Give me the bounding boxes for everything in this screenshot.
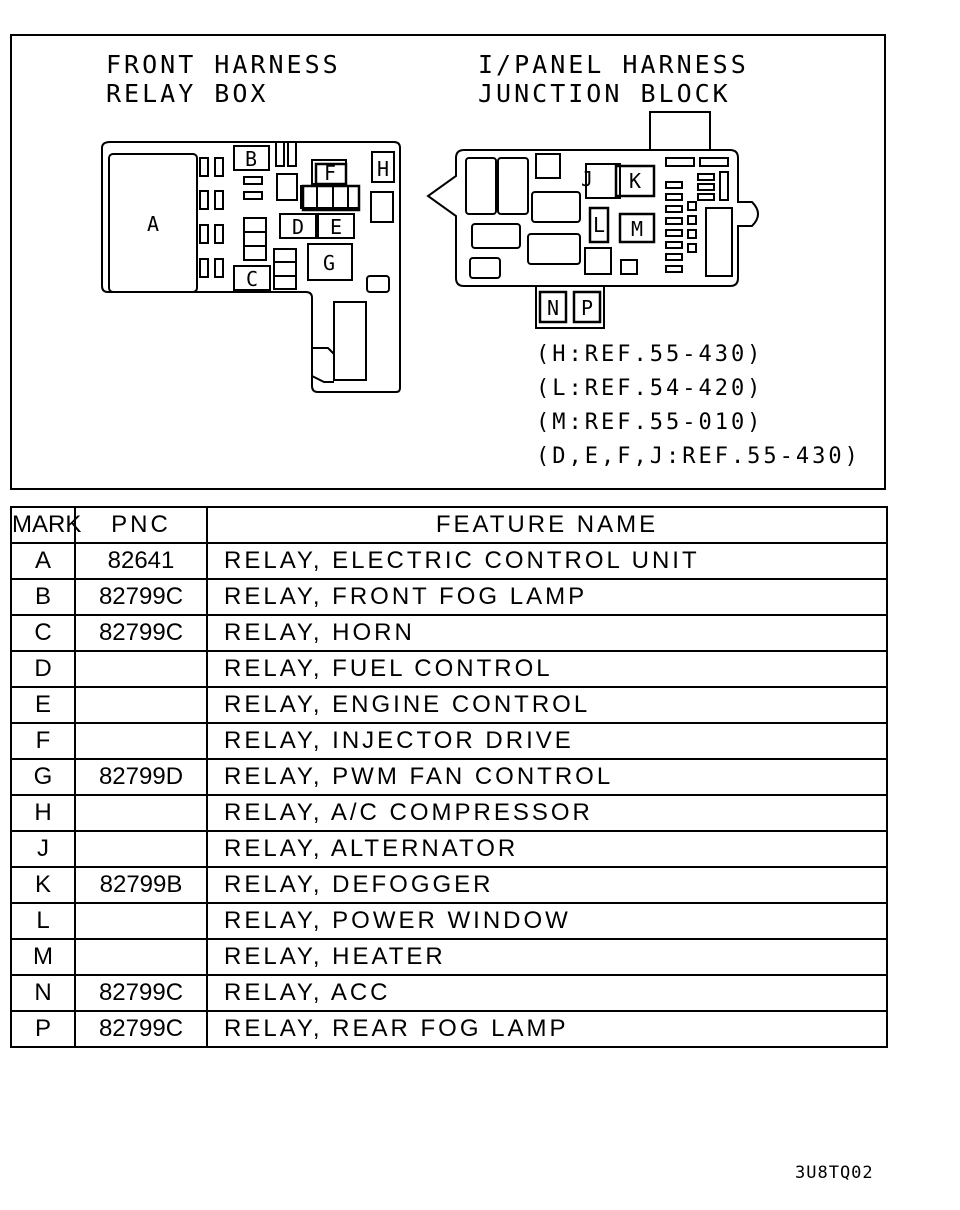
cell-feature-name: RELAY, ALTERNATOR bbox=[206, 830, 888, 868]
cell-pnc bbox=[74, 794, 208, 832]
cell-pnc: 82799C bbox=[74, 614, 208, 652]
cell-mark: F bbox=[10, 722, 76, 760]
table-row: H RELAY, A/C COMPRESSOR bbox=[10, 794, 888, 832]
cell-feature-name: RELAY, ACC bbox=[206, 974, 888, 1012]
front-relay-box-title-line1: FRONT HARNESS bbox=[106, 50, 341, 79]
table-row: E RELAY, ENGINE CONTROL bbox=[10, 686, 888, 724]
relay-mark-g: G bbox=[323, 251, 335, 275]
junction-block-outline bbox=[426, 149, 759, 287]
cell-feature-name: RELAY, ENGINE CONTROL bbox=[206, 686, 888, 724]
junction-block-title-line2: JUNCTION BLOCK bbox=[478, 79, 731, 108]
cell-feature-name: RELAY, PWM FAN CONTROL bbox=[206, 758, 888, 796]
cell-pnc: 82799C bbox=[74, 974, 208, 1012]
front-relay-box-title-line2: RELAY BOX bbox=[106, 79, 269, 108]
table-row: L RELAY, POWER WINDOW bbox=[10, 902, 888, 940]
cell-mark: G bbox=[10, 758, 76, 796]
table-header-row: MARK PNC FEATURE NAME bbox=[10, 506, 888, 544]
table-row: M RELAY, HEATER bbox=[10, 938, 888, 976]
cell-pnc: 82799D bbox=[74, 758, 208, 796]
illustration-code: 3U8TQ02 bbox=[795, 1163, 874, 1183]
relay-mark-n: N bbox=[547, 296, 559, 320]
cell-pnc: 82799C bbox=[74, 578, 208, 616]
reference-note-h: (H:REF.55-430) bbox=[536, 342, 764, 367]
cell-mark: P bbox=[10, 1010, 76, 1048]
relay-mark-d: D bbox=[292, 215, 304, 239]
relay-mark-a: A bbox=[147, 212, 159, 236]
relay-mark-p: P bbox=[581, 296, 593, 320]
reference-note-d-e-f-j: (D,E,F,J:REF.55-430) bbox=[536, 444, 861, 469]
cell-mark: K bbox=[10, 866, 76, 904]
relay-location-diagram: A B C D E F G H J K L M N P bbox=[101, 111, 759, 393]
reference-note-l: (L:REF.54-420) bbox=[536, 376, 764, 401]
cell-feature-name: RELAY, HORN bbox=[206, 614, 888, 652]
cell-mark: C bbox=[10, 614, 76, 652]
cell-mark: M bbox=[10, 938, 76, 976]
diagram-frame: FRONT HARNESS RELAY BOX I/PANEL HARNESS … bbox=[10, 34, 886, 490]
front-relay-box-outline bbox=[101, 141, 401, 393]
cell-pnc bbox=[74, 938, 208, 976]
cell-mark: E bbox=[10, 686, 76, 724]
cell-feature-name: RELAY, HEATER bbox=[206, 938, 888, 976]
junction-block-title-line1: I/PANEL HARNESS bbox=[478, 50, 749, 79]
cell-pnc bbox=[74, 722, 208, 760]
relay-mark-f: F bbox=[324, 161, 336, 185]
column-header-pnc: PNC bbox=[74, 506, 208, 544]
cell-mark: D bbox=[10, 650, 76, 688]
column-header-feature-name: FEATURE NAME bbox=[206, 506, 888, 544]
relay-mark-l: L bbox=[593, 213, 605, 237]
table-row: F RELAY, INJECTOR DRIVE bbox=[10, 722, 888, 760]
cell-pnc bbox=[74, 902, 208, 940]
cell-pnc: 82641 bbox=[74, 542, 208, 580]
cell-pnc bbox=[74, 686, 208, 724]
relay-mark-c: C bbox=[246, 267, 258, 291]
table-row: J RELAY, ALTERNATOR bbox=[10, 830, 888, 868]
cell-feature-name: RELAY, A/C COMPRESSOR bbox=[206, 794, 888, 832]
cell-mark: B bbox=[10, 578, 76, 616]
junction-block-connector-top bbox=[649, 111, 711, 151]
cell-pnc bbox=[74, 830, 208, 868]
cell-mark: H bbox=[10, 794, 76, 832]
cell-feature-name: RELAY, POWER WINDOW bbox=[206, 902, 888, 940]
reference-note-m: (M:REF.55-010) bbox=[536, 410, 764, 435]
relay-mark-h: H bbox=[377, 157, 389, 181]
cell-pnc: 82799C bbox=[74, 1010, 208, 1048]
relay-mark-k: K bbox=[629, 169, 641, 193]
cell-feature-name: RELAY, ELECTRIC CONTROL UNIT bbox=[206, 542, 888, 580]
cell-pnc: 82799B bbox=[74, 866, 208, 904]
cell-mark: N bbox=[10, 974, 76, 1012]
cell-mark: A bbox=[10, 542, 76, 580]
relay-mark-b: B bbox=[245, 147, 257, 171]
table-row: D RELAY, FUEL CONTROL bbox=[10, 650, 888, 688]
relay-mark-j: J bbox=[581, 167, 593, 191]
relay-mark-m: M bbox=[631, 217, 643, 241]
cell-feature-name: RELAY, FUEL CONTROL bbox=[206, 650, 888, 688]
cell-feature-name: RELAY, FRONT FOG LAMP bbox=[206, 578, 888, 616]
cell-mark: J bbox=[10, 830, 76, 868]
cell-feature-name: RELAY, REAR FOG LAMP bbox=[206, 1010, 888, 1048]
relay-mark-e: E bbox=[330, 215, 342, 239]
cell-feature-name: RELAY, INJECTOR DRIVE bbox=[206, 722, 888, 760]
cell-feature-name: RELAY, DEFOGGER bbox=[206, 866, 888, 904]
cell-pnc bbox=[74, 650, 208, 688]
column-header-mark: MARK bbox=[10, 506, 81, 544]
cell-mark: L bbox=[10, 902, 76, 940]
